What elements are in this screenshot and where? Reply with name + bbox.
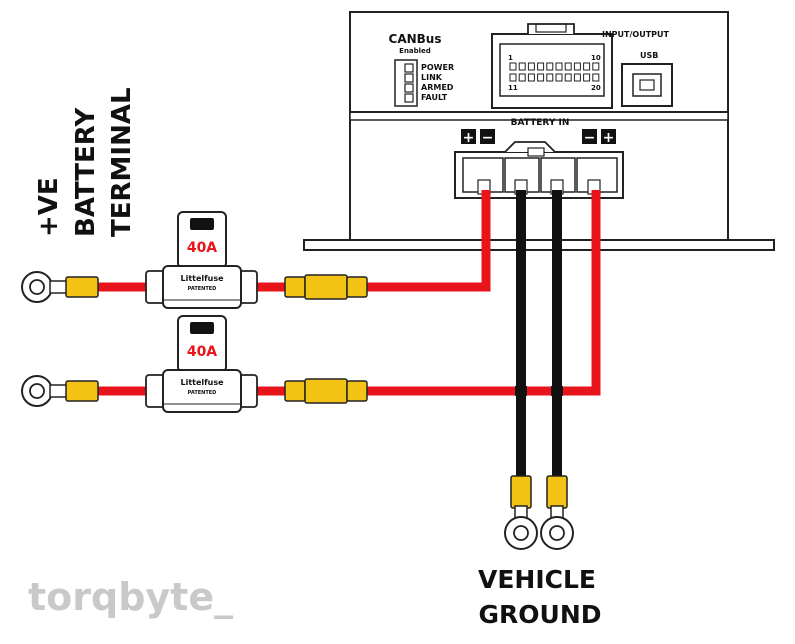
splice-connector-1: [284, 274, 368, 300]
minus-box-left-icon: −: [480, 129, 495, 146]
pin-10-label: 10: [591, 54, 601, 62]
canbus-subtitle: Enabled: [399, 47, 431, 55]
usb-port-icon: [621, 63, 673, 107]
torqbyte-logo: torqbyte_: [28, 575, 233, 619]
plus-box-left-icon: +: [461, 129, 476, 146]
led-label-armed: ARMED: [421, 83, 454, 92]
fuse-1-rating: 40A: [187, 240, 217, 256]
controller-module: CANBus Enabled POWER LINK ARMED FAULT IN…: [303, 11, 775, 251]
io-pin: [592, 73, 600, 82]
fuse-window-icon: [190, 322, 214, 334]
fuse-holder-2: [145, 315, 258, 413]
led-label-power: POWER: [421, 63, 454, 72]
io-pin: [527, 62, 535, 71]
fault-led-icon: [404, 93, 414, 103]
io-pin: [583, 73, 591, 82]
io-pin: [592, 62, 600, 71]
battery-label-line-3: TERMINAL: [107, 87, 137, 237]
splice-connector-2: [284, 378, 368, 404]
battery-label-line-2: BATTERY: [71, 107, 101, 237]
io-pin: [537, 62, 545, 71]
led-indicator-block: [394, 59, 418, 107]
battery-ring-terminal-2: [21, 375, 99, 407]
io-pin: [518, 62, 526, 71]
ground-ring-terminal-2: [540, 475, 574, 550]
io-pin: [573, 62, 581, 71]
pin-11-label: 11: [508, 84, 518, 92]
fuse-2-patent: PATENTED: [188, 390, 217, 396]
pin-1-label: 1: [508, 54, 513, 62]
led-label-link: LINK: [421, 73, 443, 82]
io-pin: [564, 62, 572, 71]
svg-text:+: +: [463, 130, 475, 146]
fuse-1-patent: PATENTED: [188, 286, 217, 292]
plus-box-right-icon: +: [601, 129, 616, 146]
io-connector: [491, 23, 613, 109]
io-pin: [583, 62, 591, 71]
armed-led-icon: [404, 83, 414, 93]
svg-text:−: −: [482, 130, 494, 146]
io-pin: [527, 73, 535, 82]
canbus-title: CANBus: [389, 32, 442, 46]
io-pin: [537, 73, 545, 82]
led-label-fault: FAULT: [421, 93, 448, 102]
ground-ring-terminal-1: [504, 475, 538, 550]
vehicle-ground-line-2: GROUND: [479, 600, 602, 629]
svg-text:+: +: [603, 130, 615, 146]
io-pins: [509, 62, 600, 82]
io-pin: [555, 73, 563, 82]
fuse-2-rating: 40A: [187, 344, 217, 360]
fuse-1-brand: Littelfuse: [180, 274, 224, 283]
power-led-icon: [404, 63, 414, 73]
vehicle-ground-line-1: VEHICLE: [478, 565, 596, 594]
pin-20-label: 20: [591, 84, 601, 92]
fuse-2-brand: Littelfuse: [180, 378, 224, 387]
io-pin: [555, 62, 563, 71]
battery-in-label: BATTERY IN: [511, 118, 570, 128]
io-label: INPUT/OUTPUT: [602, 30, 670, 39]
battery-label-line-1: +VE: [34, 177, 64, 237]
io-pin: [509, 62, 517, 71]
fuse-window-icon: [190, 218, 214, 230]
svg-text:−: −: [584, 130, 596, 146]
io-pin: [573, 73, 581, 82]
link-led-icon: [404, 73, 414, 83]
io-pin: [546, 62, 554, 71]
fuse-holder-1: [145, 211, 258, 309]
io-pin: [518, 73, 526, 82]
io-pin: [509, 73, 517, 82]
battery-ring-terminal-1: [21, 271, 99, 303]
usb-label: USB: [640, 51, 658, 60]
minus-box-right-icon: −: [582, 129, 597, 146]
battery-terminal-label: +VE BATTERY TERMINAL: [34, 87, 137, 237]
io-pin: [546, 73, 554, 82]
io-pin: [564, 73, 572, 82]
mounting-flange: [303, 239, 775, 251]
